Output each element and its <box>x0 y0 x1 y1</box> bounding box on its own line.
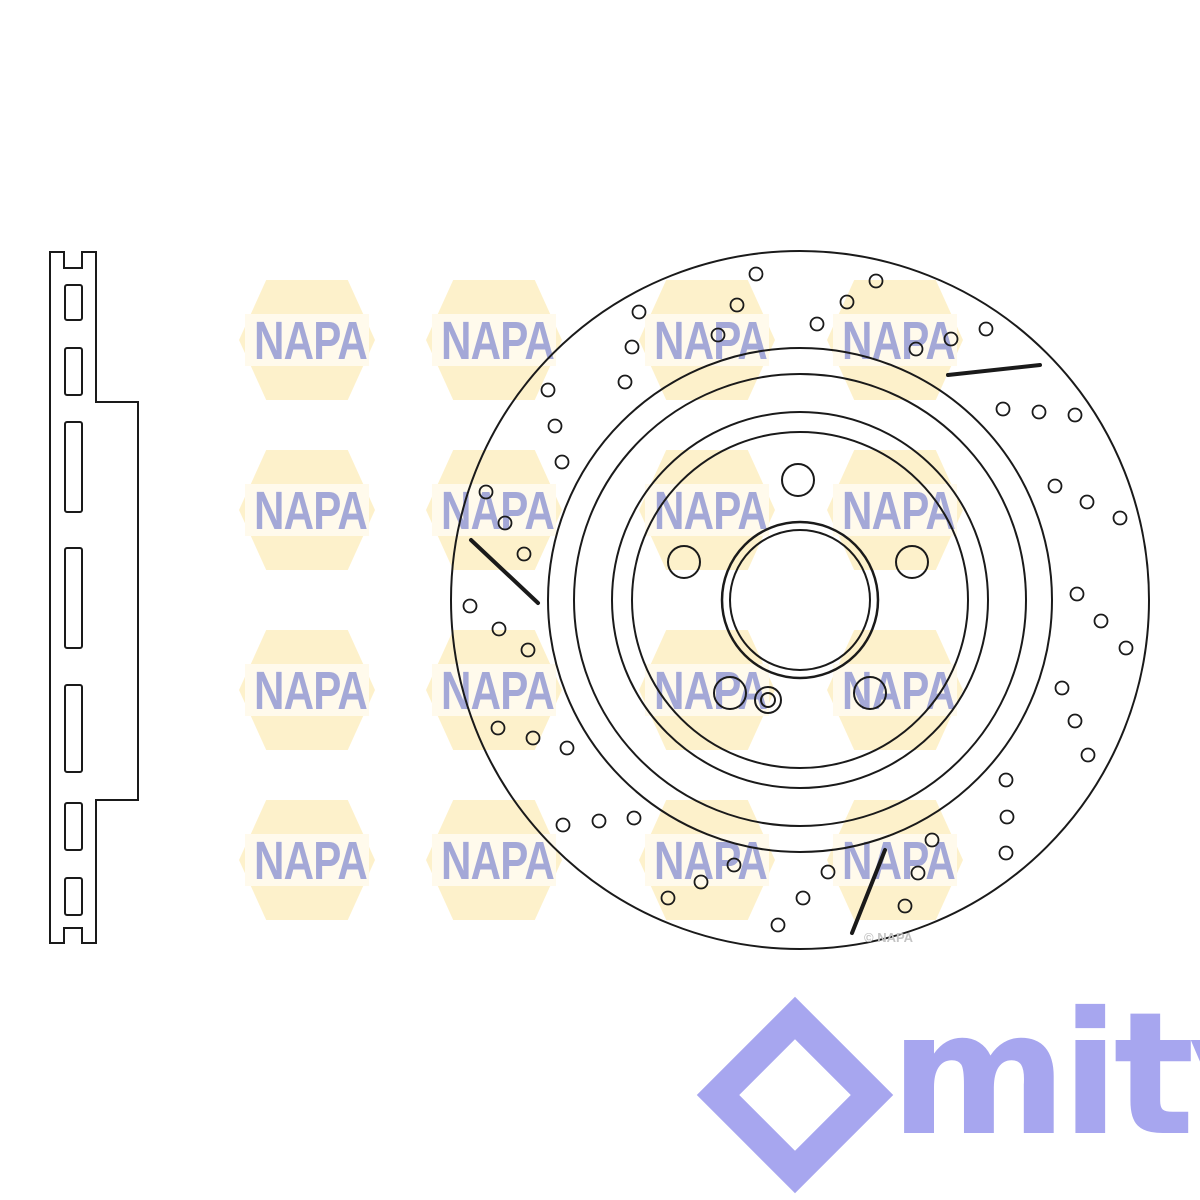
drill-hole <box>1067 713 1083 729</box>
napa-watermark: NAPA <box>239 630 375 750</box>
drill-hole <box>1093 613 1109 629</box>
slots <box>469 363 1042 935</box>
drill-hole <box>520 642 536 658</box>
vent-slot <box>64 547 83 649</box>
napa-watermark: NAPA <box>639 280 775 400</box>
vent-slot <box>64 284 83 321</box>
drill-hole <box>478 484 494 500</box>
bolt-hole <box>713 676 747 710</box>
drill-hole <box>624 339 640 355</box>
drill-hole <box>820 864 836 880</box>
copyright-text: © NAPA <box>864 930 914 945</box>
drill-hole <box>1054 680 1070 696</box>
logo-text: mity <box>890 976 1200 1174</box>
drill-hole <box>729 297 745 313</box>
drill-hole <box>1118 640 1134 656</box>
drill-hole <box>1112 510 1128 526</box>
drill-hole <box>1031 404 1047 420</box>
drill-hole <box>1079 494 1095 510</box>
bolt-hole <box>895 545 929 579</box>
side-profile <box>49 251 139 944</box>
drill-hole <box>995 401 1011 417</box>
drill-hole <box>631 304 647 320</box>
drill-hole <box>726 857 742 873</box>
drill-hole <box>943 331 959 347</box>
locating-hole <box>754 686 782 714</box>
drill-hole <box>516 546 532 562</box>
drill-hole <box>748 266 764 282</box>
drill-hole <box>491 621 507 637</box>
napa-watermark: NAPA <box>827 630 963 750</box>
drill-hole <box>910 865 926 881</box>
bolt-hole <box>781 463 815 497</box>
drill-hole <box>770 917 786 933</box>
drill-hole <box>490 720 506 736</box>
drill-hole <box>554 454 570 470</box>
bolt-hole <box>667 545 701 579</box>
drill-hole <box>559 740 575 756</box>
drill-hole <box>999 809 1015 825</box>
vent-slot <box>64 684 83 773</box>
locating-hole-inner <box>760 692 776 708</box>
napa-watermark: NAPA <box>239 280 375 400</box>
drill-hole <box>1047 478 1063 494</box>
drill-hole <box>693 874 709 890</box>
drill-hole <box>591 813 607 829</box>
napa-watermark: NAPA <box>426 450 562 570</box>
drill-hole <box>839 294 855 310</box>
drill-hole <box>998 772 1014 788</box>
drill-hole <box>924 832 940 848</box>
drill-hole <box>540 382 556 398</box>
drill-hole <box>1080 747 1096 763</box>
drill-hole <box>868 273 884 289</box>
drill-hole <box>795 890 811 906</box>
drill-hole <box>525 730 541 746</box>
napa-watermark: NAPA <box>239 800 375 920</box>
drill-hole <box>660 890 676 906</box>
vent-slot <box>64 802 83 851</box>
napa-watermark: NAPA <box>426 280 562 400</box>
vent-slot <box>64 877 83 916</box>
drill-hole <box>897 898 913 914</box>
drill-hole <box>497 515 513 531</box>
drill-hole <box>626 810 642 826</box>
drill-hole <box>710 327 726 343</box>
drill-hole <box>547 418 563 434</box>
napa-watermark: NAPA <box>239 450 375 570</box>
disc-face <box>450 250 1150 950</box>
napa-watermark: NAPA <box>827 450 963 570</box>
drill-hole <box>809 316 825 332</box>
napa-watermark: NAPA <box>426 630 562 750</box>
drill-hole <box>555 817 571 833</box>
napa-watermark: NAPA <box>827 800 963 920</box>
drill-hole <box>978 321 994 337</box>
vent-slot <box>64 421 83 513</box>
drill-hole <box>908 341 924 357</box>
napa-watermark: NAPA <box>426 800 562 920</box>
drill-hole <box>998 845 1014 861</box>
drill-hole <box>1067 407 1083 423</box>
bolt-hole <box>853 676 887 710</box>
drill-hole <box>1069 586 1085 602</box>
diamond-icon <box>696 996 894 1194</box>
drill-hole <box>617 374 633 390</box>
drill-hole <box>462 598 478 614</box>
vent-slot <box>64 347 83 396</box>
